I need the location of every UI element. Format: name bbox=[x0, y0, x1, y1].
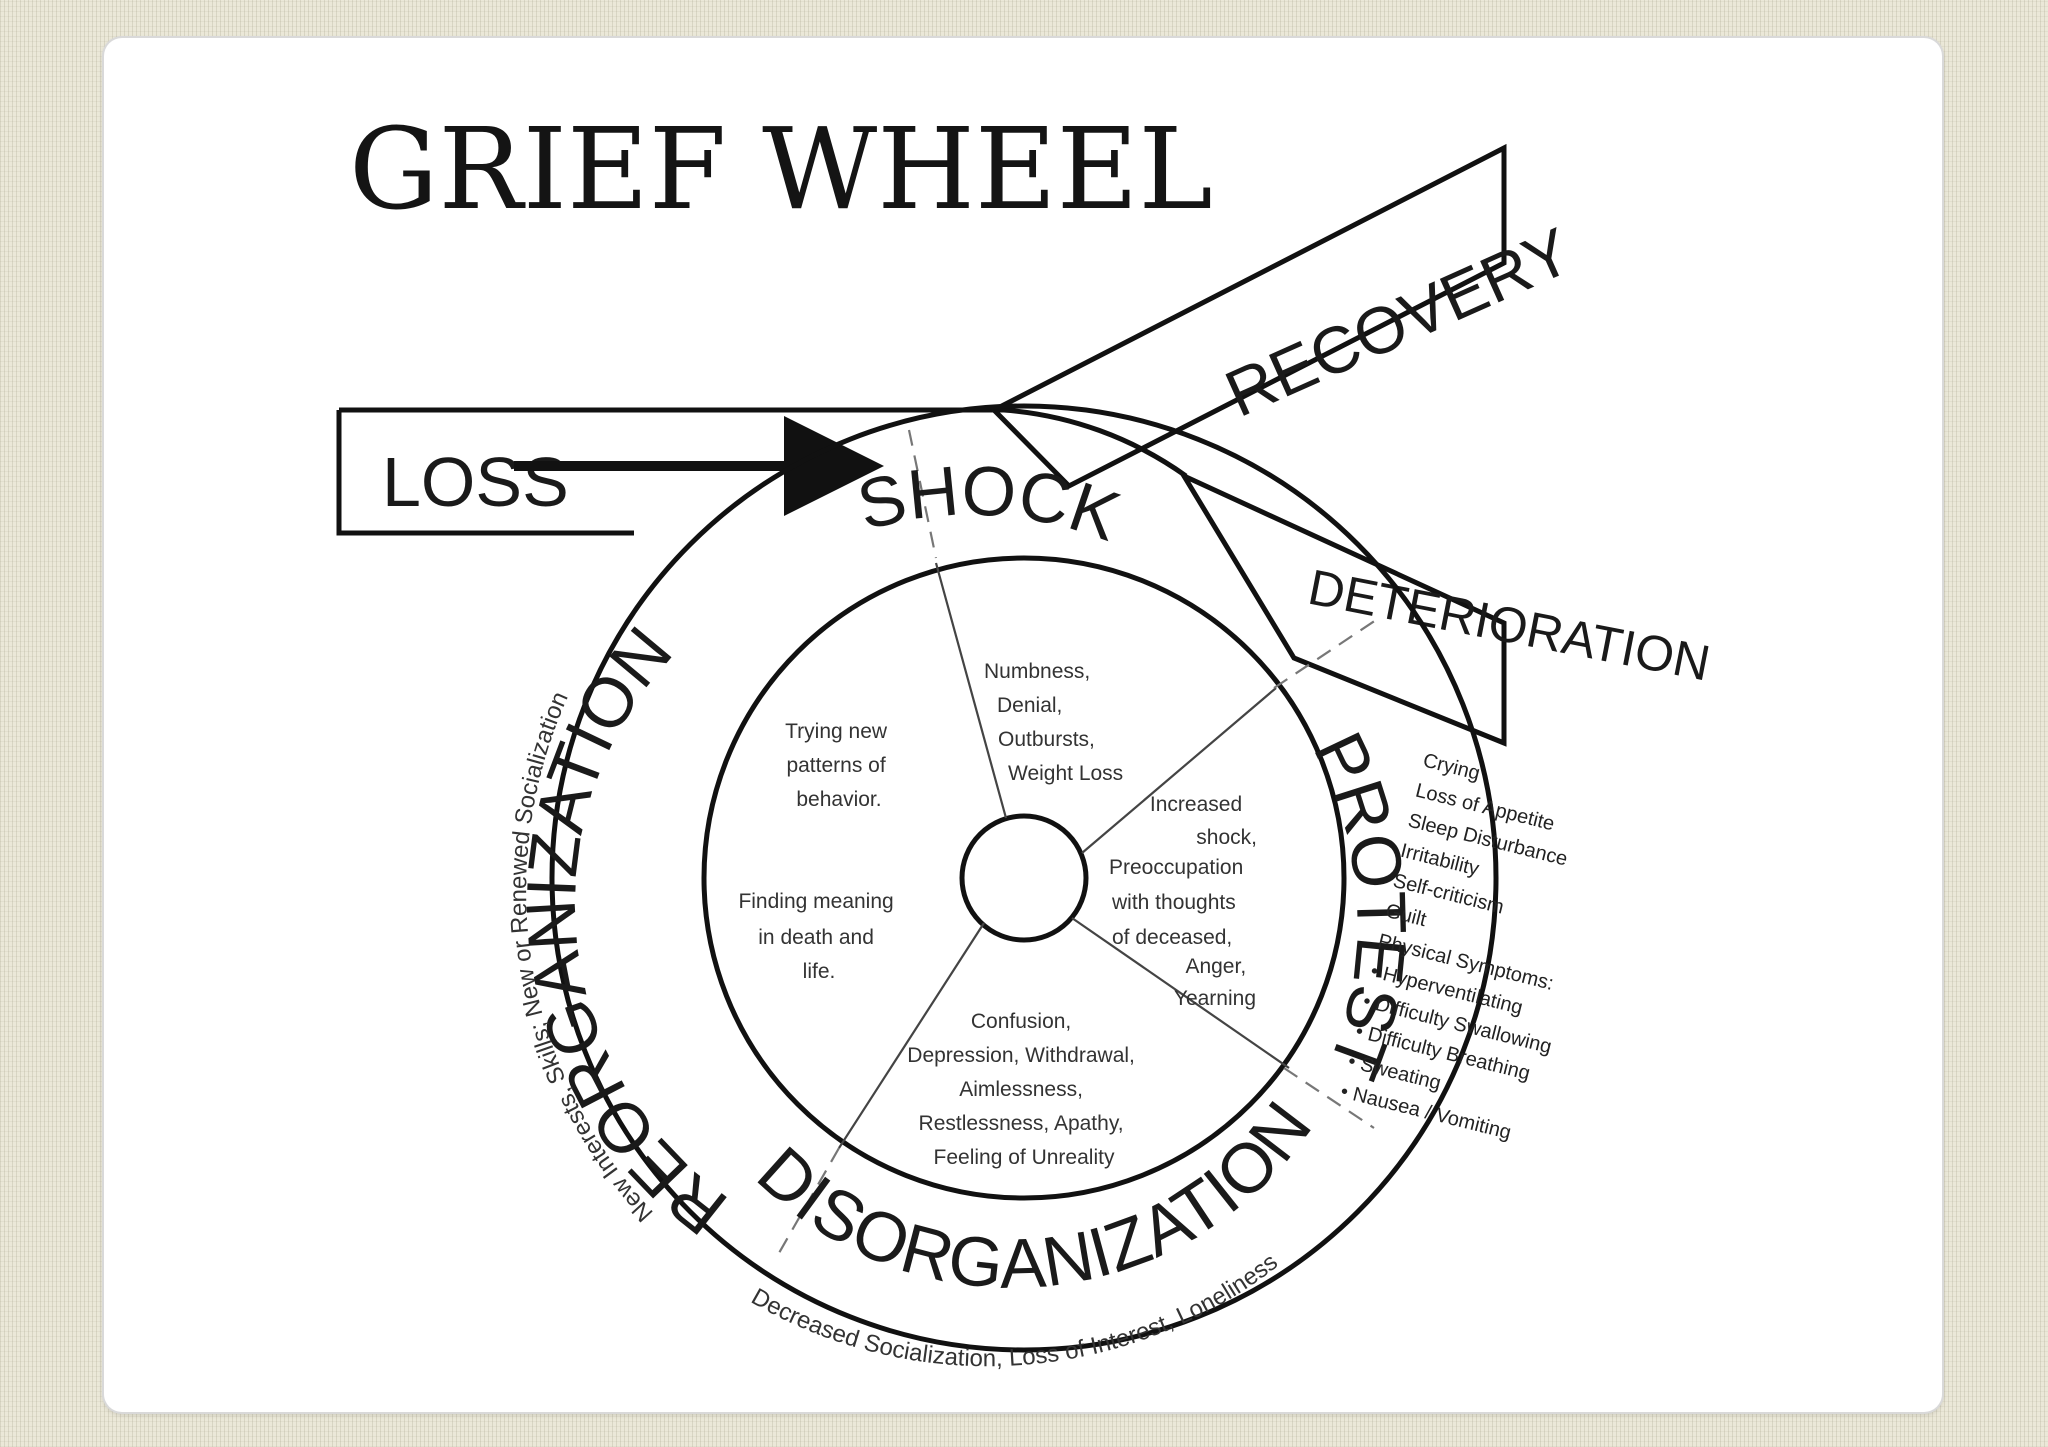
deterioration-label: DETERIORATION bbox=[1304, 559, 1715, 692]
inner-reorg-text-b: Finding meaning in death and life. bbox=[738, 890, 899, 983]
inner-disorg-text: Confusion, Depression, Withdrawal, Aimle… bbox=[907, 1010, 1140, 1169]
loss-label: LOSS bbox=[382, 443, 569, 521]
outer-ring bbox=[549, 403, 1499, 1353]
center-hub bbox=[959, 813, 1089, 943]
recovery-label: RECOVERY bbox=[1215, 213, 1582, 431]
spoke-disorg bbox=[1071, 917, 1290, 1069]
inner-shock-text: Numbness, Denial, Outbursts, Weight Loss bbox=[984, 660, 1123, 785]
spoke-shock bbox=[934, 562, 1008, 819]
inner-protest-text-c: Anger, Yearning bbox=[1174, 955, 1256, 1010]
spoke-reorg bbox=[838, 922, 985, 1149]
slide-card: GRIEF WHEEL LOSS RECOVERY DETERIORATION … bbox=[104, 38, 1942, 1412]
inner-reorg-text-a: Trying new patterns of behavior. bbox=[785, 720, 893, 811]
stage-shock: SHOCK bbox=[850, 451, 1129, 556]
inner-protest-text-a: Increased shock, bbox=[1150, 793, 1257, 849]
divider-3 bbox=[1283, 1067, 1375, 1129]
recovery-band bbox=[989, 143, 1507, 490]
inner-protest-text-b: Preoccupation with thoughts of deceased, bbox=[1109, 856, 1249, 949]
deterioration-band bbox=[1177, 470, 1507, 747]
grief-wheel-diagram: GRIEF WHEEL LOSS RECOVERY DETERIORATION … bbox=[336, 105, 1715, 1372]
diagram-title: GRIEF WHEEL bbox=[349, 105, 1213, 235]
symptom-item: Crying bbox=[1421, 750, 1482, 785]
spoke-protest bbox=[1081, 687, 1277, 854]
inner-ring bbox=[701, 555, 1347, 1201]
divider-4 bbox=[778, 1147, 840, 1254]
divider-2 bbox=[1273, 617, 1380, 689]
loss-bar bbox=[336, 407, 1188, 536]
divider-1 bbox=[907, 429, 938, 559]
